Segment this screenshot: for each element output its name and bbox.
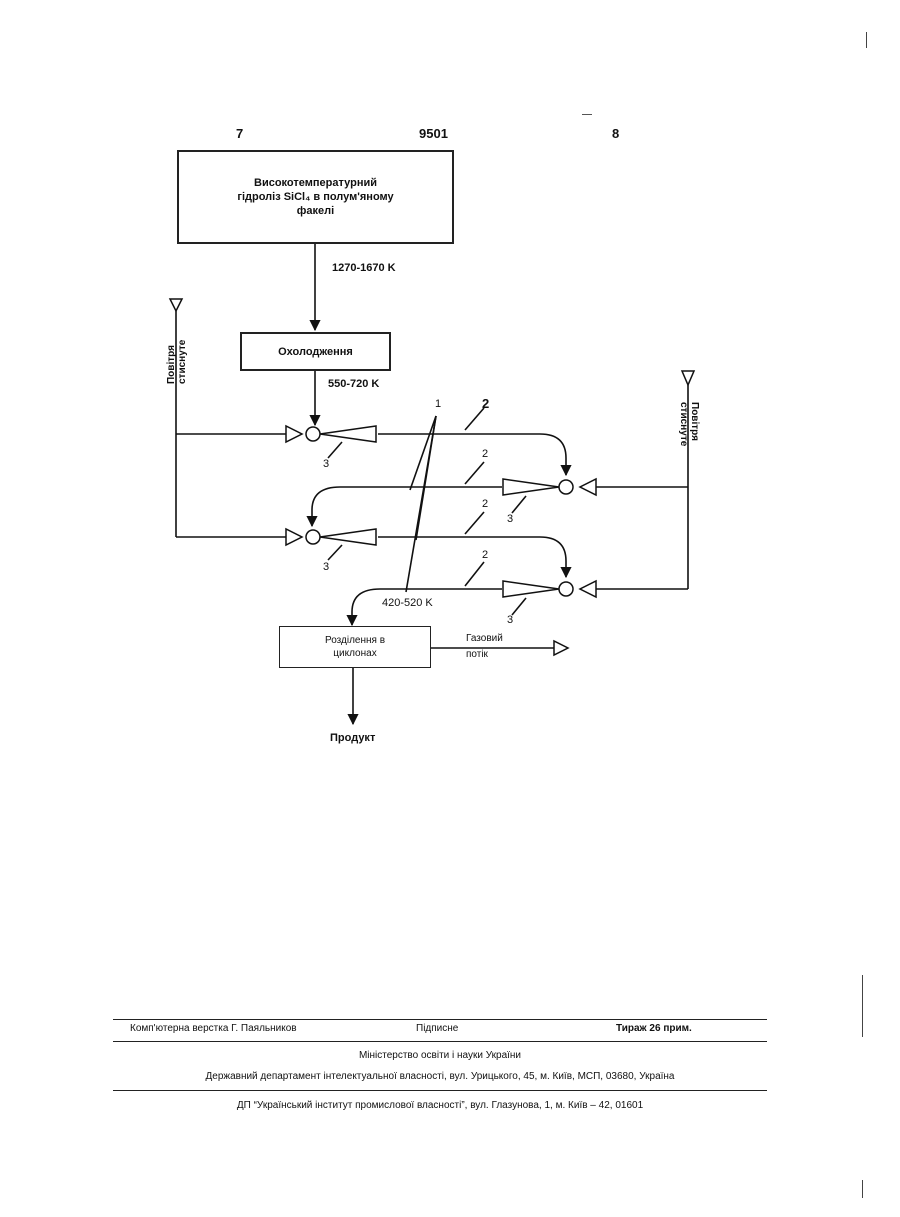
product-label: Продукт [330,732,375,744]
air-left-line-1: Повітря [166,340,177,384]
footer-rule-middle [113,1041,767,1042]
temperature-label-1: 1270-1670 K [332,262,396,274]
footer-circulation: Тираж 26 прим. [616,1023,692,1034]
footer-rule-top [113,1019,767,1020]
temperature-label-3: 420-520 K [382,597,433,609]
component-label-3: 3 [323,561,329,573]
gas-flow-label: Газовий потік [466,632,503,662]
component-label-2: 2 [482,498,488,510]
footer-layout-credit: Комп'ютерна верстка Г. Паяльников [130,1023,297,1034]
gas-flow-line-1: Газовий [466,632,503,646]
hydrolysis-line-2: гідроліз SiCl₄ в полум'яному [237,190,393,204]
hydrolysis-line-3: факелі [297,204,334,218]
air-left-line-2: стиснуте [177,340,188,384]
separation-line-2: циклонах [333,647,376,660]
air-right-line-2: стиснуте [678,402,689,446]
component-label-2: 2 [482,448,488,460]
compressed-air-right-label: Повітря стиснуте [678,402,700,446]
footer-rule-bottom [113,1090,767,1091]
component-label-2: 2 [482,396,489,411]
footer-signed: Підписне [416,1023,458,1034]
hydrolysis-line-1: Високотемпературний [254,176,377,190]
separation-line-1: Розділення в [325,634,385,647]
temperature-label-2: 550-720 K [328,378,379,390]
hydrolysis-box: Високотемпературний гідроліз SiCl₄ в пол… [177,150,454,244]
component-label-3: 3 [323,458,329,470]
component-label-3: 3 [507,513,513,525]
gas-flow-line-2: потік [466,648,503,662]
footer-ministry: Міністерство освіти і науки України [0,1050,880,1061]
compressed-air-left-label: Повітря стиснуте [166,340,188,384]
component-label-2: 2 [482,549,488,561]
footer-department: Державний департамент інтелектуальної вл… [0,1071,880,1082]
component-label-1: 1 [435,398,441,410]
footer-institute: ДП “Український інститут промислової вла… [0,1100,880,1111]
component-label-3: 3 [507,614,513,626]
cooling-box: Охолодження [240,332,391,371]
air-right-line-1: Повітря [689,402,700,446]
cooling-label: Охолодження [278,346,353,358]
cyclone-separation-box: Розділення в циклонах [279,626,431,668]
